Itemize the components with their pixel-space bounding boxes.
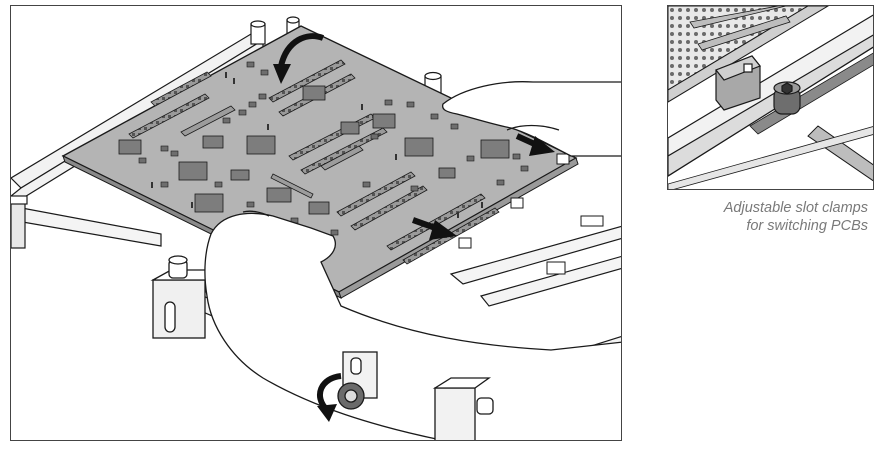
left-corner-post <box>11 195 28 249</box>
curved-rotate-arrow-front <box>317 373 342 422</box>
front-knob <box>337 351 378 410</box>
slot-clamp <box>715 55 761 111</box>
left-glove <box>204 210 621 440</box>
front-right-post <box>432 377 494 440</box>
pcb-holder-illustration <box>10 5 622 441</box>
caption-line-1: Adjustable slot clamps <box>723 200 868 216</box>
inset-caption: Adjustable slot clamps for switching PCB… <box>662 199 868 235</box>
slot-clamp-detail-illustration <box>667 5 874 190</box>
thumb-screw <box>773 81 801 115</box>
edge-clamps <box>458 153 604 275</box>
curved-rotate-arrow <box>273 33 325 84</box>
right-glove <box>441 81 621 157</box>
caption-line-2: for switching PCBs <box>746 218 868 234</box>
straight-push-arrow <box>411 133 555 240</box>
front-left-post <box>150 255 224 339</box>
